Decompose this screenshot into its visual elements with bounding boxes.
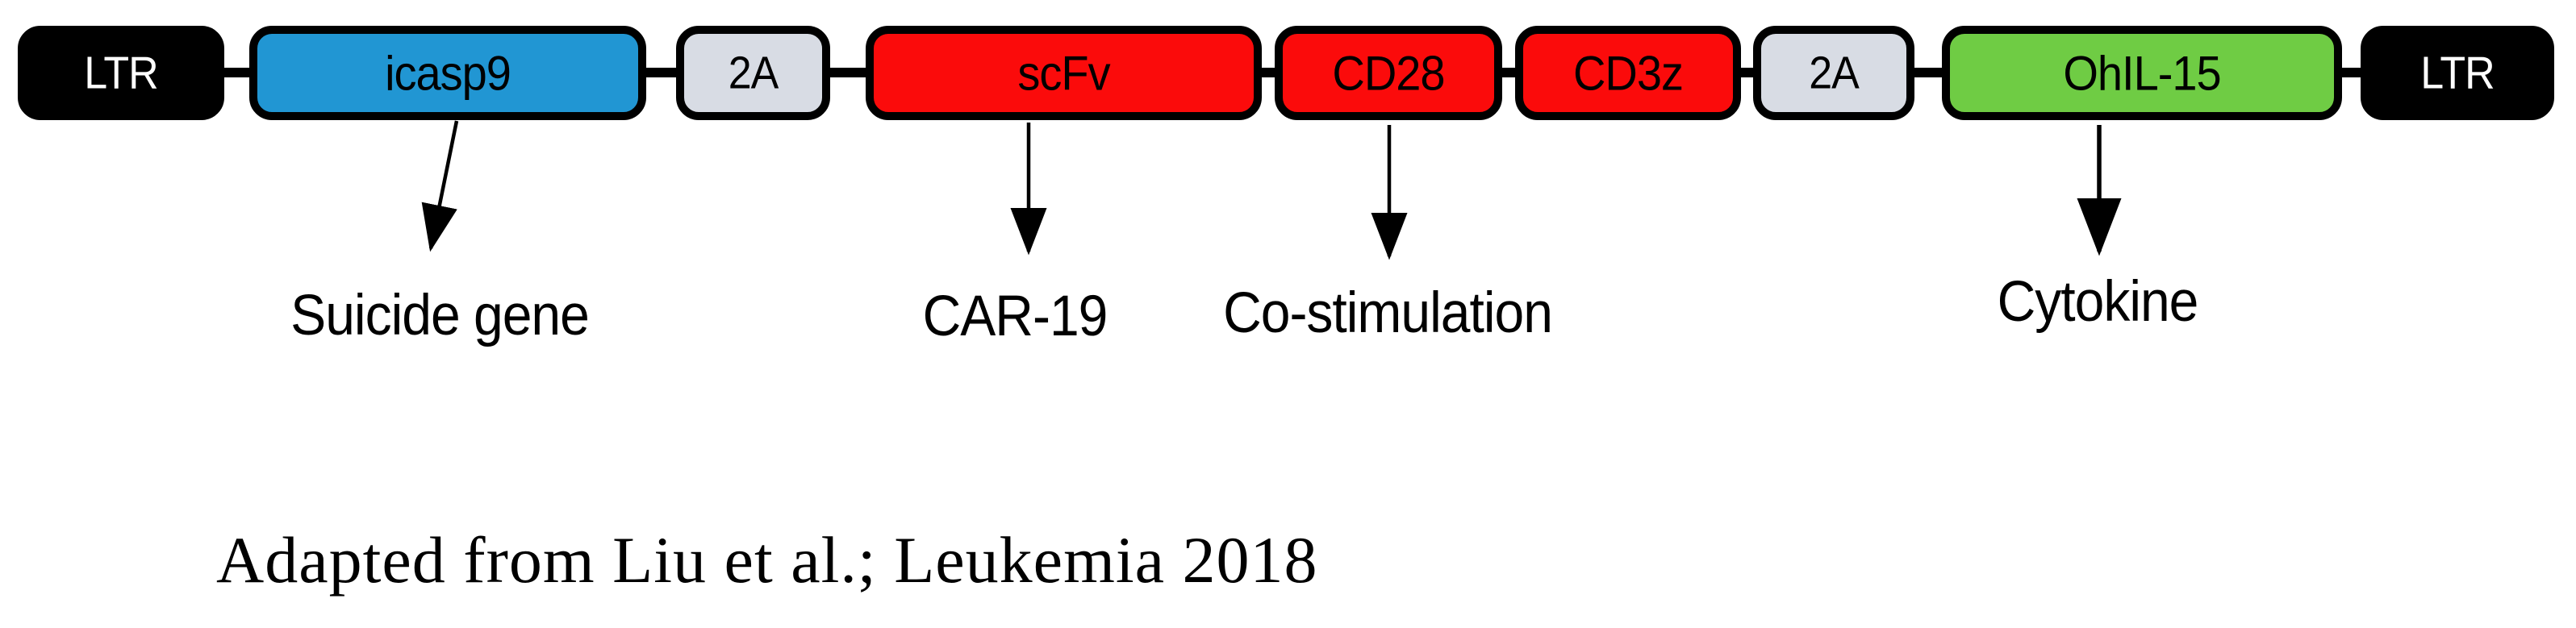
segment-ltr-left: LTR	[18, 26, 224, 120]
segment-label: CD3z	[1572, 44, 1684, 100]
annotation-suicide-gene: Suicide gene	[290, 282, 590, 347]
segment-cd3z: CD3z	[1515, 26, 1741, 120]
segment-label: LTR	[2420, 48, 2495, 98]
segment-label: OhIL-15	[2063, 44, 2221, 100]
segment-label: 2A	[1809, 48, 1860, 98]
annotation-co-stimulation: Co-stimulation	[1223, 280, 1553, 344]
segment-cd28: CD28	[1275, 26, 1502, 120]
down-arrow-icasp9	[421, 120, 459, 252]
segment-ltr-right: LTR	[2361, 26, 2554, 120]
segment-scfv: scFv	[866, 26, 1262, 120]
segment-2a-second: 2A	[1753, 26, 1914, 120]
segment-label: 2A	[728, 48, 779, 98]
citation-text: Adapted from Liu et al.; Leukemia 2018	[216, 523, 1318, 597]
segment-label: LTR	[84, 48, 158, 98]
segment-label: CD28	[1332, 44, 1445, 100]
annotation-cytokine: Cytokine	[1997, 268, 2199, 333]
segment-label: scFv	[1017, 44, 1110, 100]
segment-icasp9: icasp9	[249, 26, 646, 120]
segment-ohil15: OhIL-15	[1942, 26, 2342, 120]
annotation-car-19: CAR-19	[922, 283, 1108, 347]
segment-2a-first: 2A	[676, 26, 830, 120]
segment-label: icasp9	[385, 44, 511, 100]
